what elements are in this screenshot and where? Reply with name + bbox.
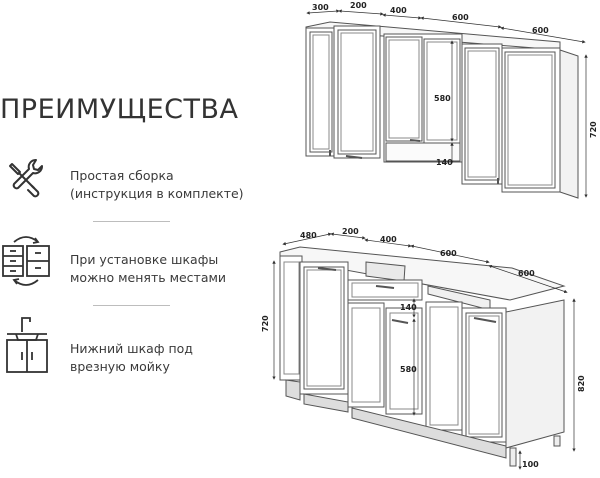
dim-label: 200: [342, 227, 359, 236]
dim-label: 580: [400, 365, 417, 374]
dim-label: 720: [589, 121, 598, 138]
dim-label: 600: [452, 13, 469, 22]
feature-assembly-text: Простая сборка (инструкция в комплекте): [70, 167, 244, 203]
dim-label: 580: [434, 94, 451, 103]
upper-dimension-lines: [306, 9, 588, 198]
upper-cabinets: [305, 21, 579, 199]
page-title: ПРЕИМУЩЕСТВА: [0, 94, 239, 125]
dim-label: 100: [522, 460, 539, 469]
cabinet-swap-icon: [2, 236, 50, 286]
feature-line: (инструкция в комплекте): [70, 186, 244, 201]
lower-cabinets: [279, 246, 566, 467]
upper-cabinet-1: [305, 27, 337, 157]
feature-sink-text: Нижний шкаф под врезную мойку: [70, 340, 193, 376]
upper-cabinet-4: [461, 43, 503, 185]
dim-label: 300: [312, 3, 329, 12]
separator: [93, 221, 170, 222]
upper-cabinet-5: [501, 47, 561, 193]
tools-icon: [9, 159, 43, 198]
separator: [93, 305, 170, 306]
lower-dimension-lines: [272, 232, 576, 470]
feature-line: врезную мойку: [70, 359, 170, 374]
dim-label: 600: [518, 269, 535, 278]
sink-cabinet-icon: [6, 317, 48, 373]
dim-label: 600: [532, 26, 549, 35]
dim-label: 600: [440, 249, 457, 258]
lower-cabinet-4: [425, 301, 463, 431]
dim-label: 720: [261, 315, 270, 332]
lower-cabinet-3-right: [385, 307, 423, 415]
dim-label: 200: [350, 1, 367, 10]
feature-line: можно менять местами: [70, 270, 227, 285]
feature-line: Нижний шкаф под: [70, 341, 193, 356]
dim-label: 480: [300, 231, 317, 240]
dim-label: 400: [390, 6, 407, 15]
dim-label: 820: [577, 375, 586, 392]
dim-label: 400: [380, 235, 397, 244]
feature-line: При установке шкафы: [70, 252, 219, 267]
dim-label: 140: [436, 158, 453, 167]
lower-drawer: [347, 279, 423, 301]
feature-line: Простая сборка: [70, 168, 174, 183]
upper-cabinet-2: [333, 25, 381, 159]
dim-label: 140: [400, 303, 417, 312]
lower-cabinet-3-left: [347, 302, 385, 408]
feature-swap-text: При установке шкафы можно менять местами: [70, 251, 226, 287]
